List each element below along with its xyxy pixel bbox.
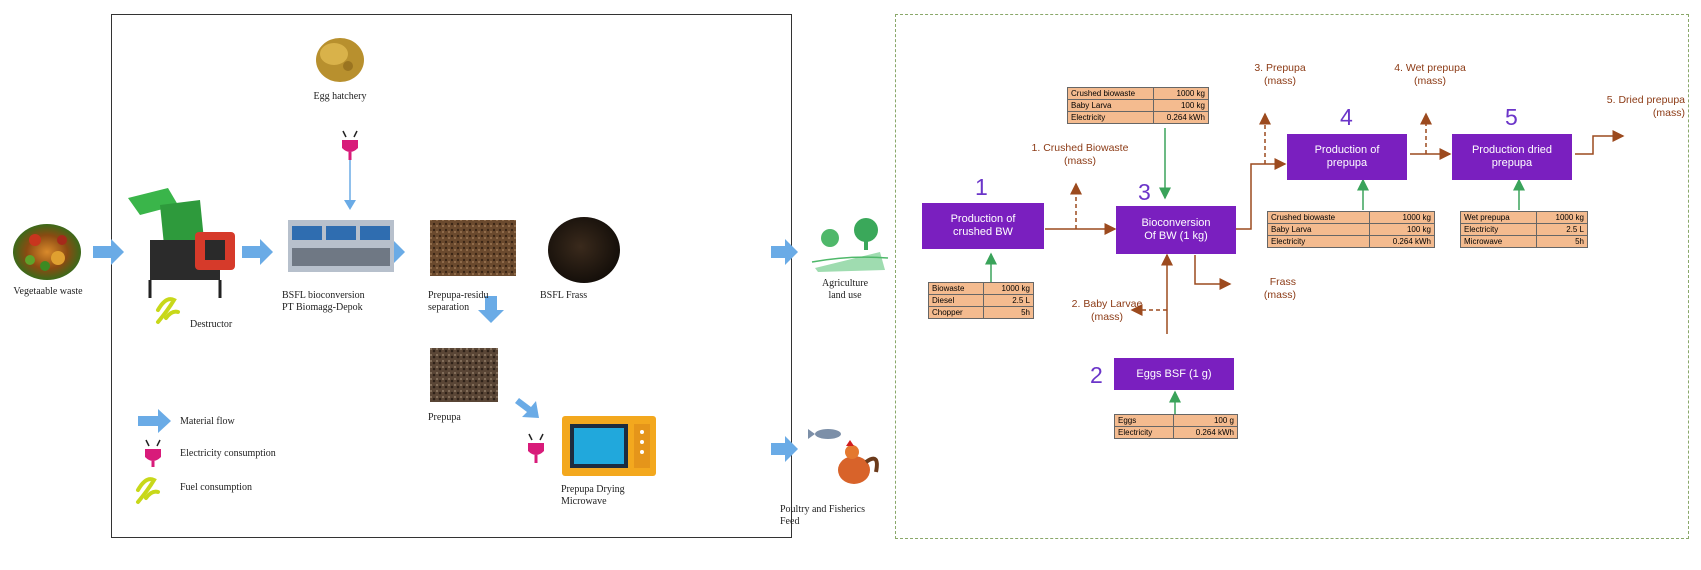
process-number-2: 2 [1090,362,1103,388]
destructor-label: Destructor [190,319,233,330]
prepupa-residu-image [430,220,516,276]
flow-label-wet-prepupa: 4. Wet prepupa(mass) [1394,62,1466,87]
process-eggs-bsf: Eggs BSF (1 g) [1114,358,1234,390]
poultry-fish-icon [808,429,879,484]
destructor-machine-image [128,188,235,298]
fuel-icon [156,297,180,324]
electricity-icon [342,130,358,160]
process-number-4: 4 [1340,104,1353,130]
bsfl-frass-label: BSFL Frass [540,290,588,301]
prepupa-image [430,348,498,402]
legend-electricity-label: Electricity consumption [180,448,276,459]
legend-material-flow-icon [138,409,171,433]
microwave-image [562,416,656,476]
agriculture-icon [811,218,889,272]
electricity-icon [528,433,544,463]
vegetable-waste-label: Vegetaable waste [13,286,83,297]
flow-label-dried-prepupa: 5. Dried prepupa(mass) [1606,94,1685,119]
legend-material-flow-label: Material flow [180,416,235,427]
right-diagram-arrows [985,112,1625,414]
egg-hatchery-label: Egg hatchery [313,91,367,102]
left-diagram-graphics [13,38,889,504]
flow-label-prepupa: 3. Prepupa(mass) [1254,62,1306,87]
flow-label-baby-larvae: 2. Baby Larvae(mass) [1071,298,1143,323]
flow-label-frass: Frass(mass) [1263,276,1296,301]
process-number-5: 5 [1505,104,1518,130]
egg-hatchery-image [316,38,364,82]
bsfl-frass-image [548,217,620,283]
prepupa-label: Prepupa [428,412,461,423]
process-number-3: 3 [1138,179,1151,205]
lca-system-frame [895,14,1689,539]
vegetable-waste-image [13,224,81,280]
legend-fuel-icon [136,477,160,504]
legend-fuel-label: Fuel consumption [180,482,252,493]
process-frame [111,14,792,538]
process-number-1: 1 [975,174,988,200]
flow-label-crushed-biowaste: 1. Crushed Biowaste(mass) [1031,142,1129,167]
bsfl-bioconversion-image [288,220,394,272]
legend-electricity-icon [145,439,161,467]
